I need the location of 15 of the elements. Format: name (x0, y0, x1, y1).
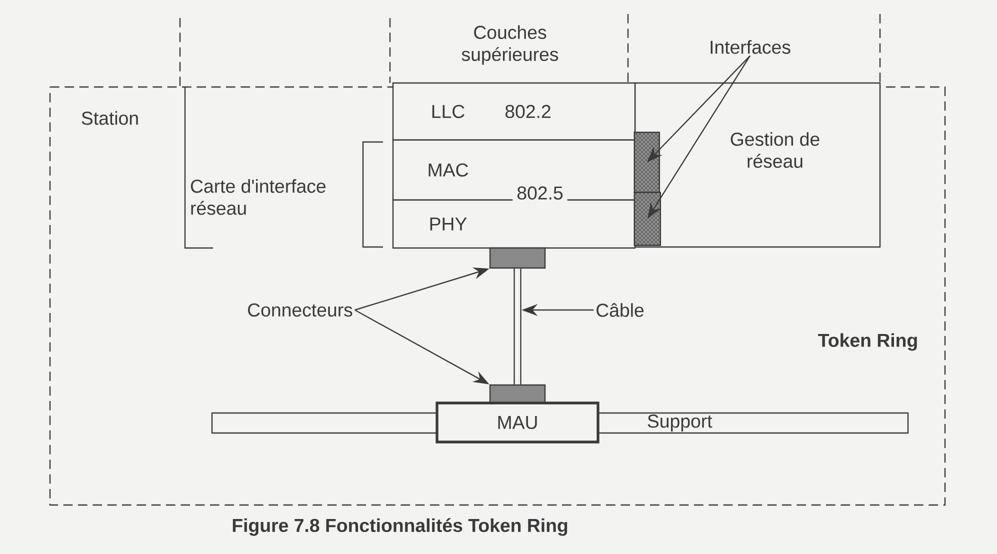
text-label: Token Ring (818, 333, 917, 351)
cable (514, 268, 522, 384)
text-label: Couches supérieures (462, 25, 558, 65)
management-box: Gestion de réseau (634, 82, 881, 248)
text-label: Connecteurs (248, 303, 352, 317)
text-label: Interfaces (710, 40, 790, 54)
figure-caption: Figure 7.8 Fonctionnalités Token Ring (232, 518, 568, 536)
text-label: Station (82, 111, 138, 125)
mau-box: MAU (436, 402, 600, 444)
connector-block (489, 247, 546, 269)
connector-block (489, 384, 546, 404)
text-label: 802.5 (512, 182, 568, 204)
text-label: Câble (596, 303, 644, 317)
text-label: Carte d'interface réseau (190, 179, 326, 215)
layer-box: LLC 802.2 (392, 82, 636, 141)
